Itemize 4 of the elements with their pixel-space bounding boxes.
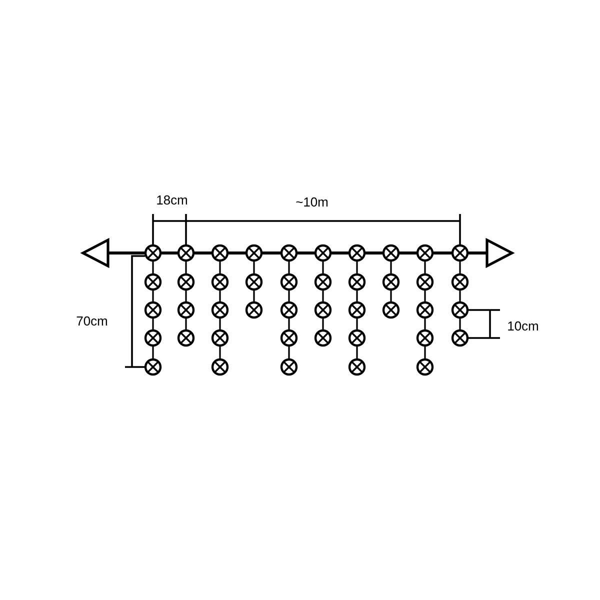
dimension-label: 18cm (157, 195, 187, 205)
dimension-label: ~10m (296, 197, 328, 207)
dimension-label: 10cm (508, 321, 538, 331)
dimension-label: 70cm (76, 316, 107, 326)
